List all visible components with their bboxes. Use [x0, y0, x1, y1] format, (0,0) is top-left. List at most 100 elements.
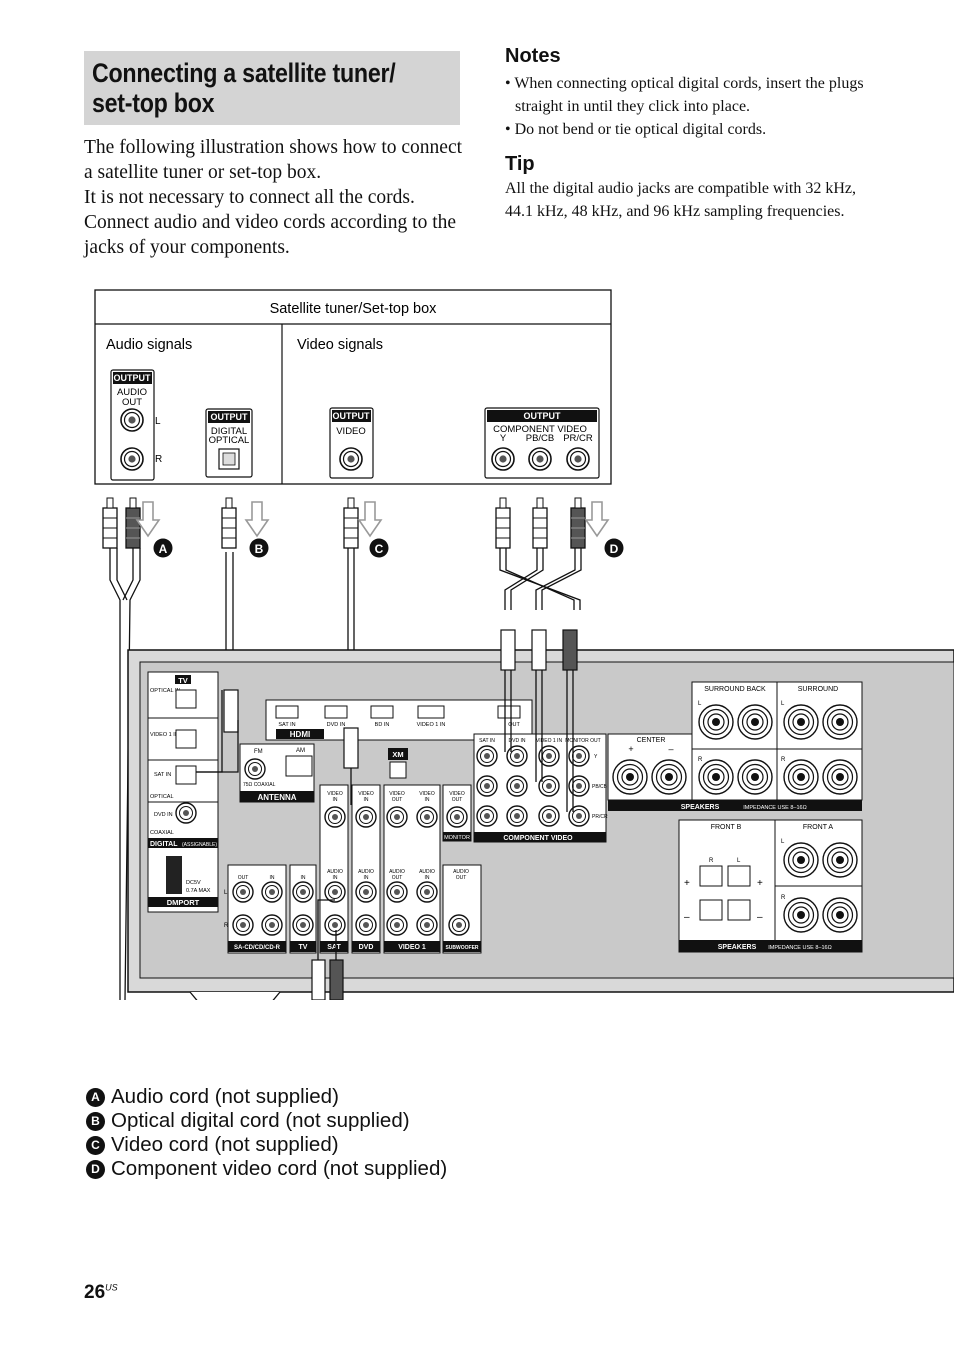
- audio-out-l-jack[interactable]: [120, 408, 144, 432]
- svg-text:VIDEO: VIDEO: [449, 791, 465, 797]
- svg-text:B: B: [255, 542, 264, 556]
- svg-text:SA-CD/CD/CD-R: SA-CD/CD/CD-R: [234, 945, 281, 951]
- component-pb-jack[interactable]: [528, 447, 552, 471]
- svg-text:0.7A MAX: 0.7A MAX: [186, 888, 211, 894]
- video1-optical-in-jack[interactable]: [175, 729, 197, 749]
- svg-text:R: R: [709, 858, 714, 864]
- svg-text:OUT: OUT: [392, 875, 403, 881]
- svg-text:ANTENNA: ANTENNA: [257, 793, 296, 802]
- svg-text:OUT: OUT: [392, 797, 403, 803]
- svg-text:75Ω COAXIAL: 75Ω COAXIAL: [243, 782, 276, 788]
- audio-out-r-jack[interactable]: [120, 447, 144, 471]
- tip-heading: Tip: [505, 153, 535, 175]
- svg-text:DC5V: DC5V: [186, 880, 201, 886]
- connection-diagram: Satellite tuner/Set-top box Audio signal…: [94, 289, 954, 1000]
- intro-text: The following illustration shows how to …: [84, 137, 463, 258]
- svg-text:Y: Y: [500, 433, 507, 444]
- svg-text:VIDEO 1: VIDEO 1: [398, 944, 426, 951]
- svg-text:VIDEO 1 IN: VIDEO 1 IN: [417, 722, 446, 728]
- svg-text:C: C: [375, 542, 384, 556]
- svg-text:OUTPUT: OUTPUT: [524, 411, 562, 421]
- svg-text:+: +: [757, 878, 763, 889]
- note-item: • Do not bend or tie optical digital cor…: [505, 121, 767, 138]
- component-pr-jack[interactable]: [566, 447, 590, 471]
- svg-text:VIDEO: VIDEO: [419, 791, 435, 797]
- svg-text:OUT: OUT: [456, 875, 467, 881]
- digital-input-section: [147, 671, 219, 913]
- svg-text:IN: IN: [364, 875, 369, 881]
- subwoofer-out-jack: [448, 914, 470, 936]
- svg-text:OUT: OUT: [238, 875, 249, 881]
- svg-text:L: L: [224, 890, 228, 896]
- cord-a-badge: [153, 538, 173, 558]
- audio-signals-label: Audio signals: [106, 337, 192, 353]
- svg-text:R: R: [155, 454, 162, 465]
- svg-text:BD IN: BD IN: [375, 722, 390, 728]
- svg-text:FRONT A: FRONT A: [803, 824, 834, 831]
- svg-text:IN: IN: [333, 875, 338, 881]
- svg-text:AM: AM: [296, 748, 305, 754]
- svg-text:AUDIO: AUDIO: [453, 869, 469, 875]
- svg-text:PR/CR: PR/CR: [563, 433, 593, 444]
- svg-text:D: D: [610, 542, 619, 556]
- svg-text:FM: FM: [254, 749, 263, 755]
- svg-text:DVD IN: DVD IN: [509, 738, 526, 744]
- svg-text:OUTPUT: OUTPUT: [211, 412, 249, 422]
- svg-text:SPEAKERS: SPEAKERS: [718, 944, 757, 951]
- svg-text:SAT IN: SAT IN: [154, 772, 171, 778]
- component-y-jack[interactable]: [491, 447, 515, 471]
- sat-audio-in-l-jack: [324, 881, 346, 903]
- cord-c-badge: C: [86, 1135, 105, 1155]
- svg-text:SURROUND BACK: SURROUND BACK: [704, 686, 766, 693]
- tv-optical-in-jack[interactable]: [175, 689, 197, 709]
- svg-text:IMPEDANCE USE 8–16Ω: IMPEDANCE USE 8–16Ω: [768, 945, 831, 951]
- svg-text:TV: TV: [299, 944, 308, 951]
- video-signals-label: Video signals: [297, 337, 383, 353]
- svg-text:OPTICAL IN: OPTICAL IN: [150, 688, 180, 694]
- svg-text:L: L: [737, 858, 741, 864]
- svg-text:DIGITAL: DIGITAL: [211, 426, 247, 437]
- svg-text:AUDIO: AUDIO: [327, 869, 343, 875]
- svg-text:(ASSIGNABLE): (ASSIGNABLE): [182, 842, 217, 848]
- dvd-coaxial-in-jack[interactable]: [175, 802, 197, 824]
- svg-text:OUTPUT: OUTPUT: [114, 373, 152, 383]
- page-number: 26US: [84, 1282, 118, 1303]
- svg-text:PR/CR: PR/CR: [592, 814, 608, 820]
- sat-optical-in-jack[interactable]: [175, 765, 197, 785]
- sat-audio-in-r-jack: [324, 914, 346, 936]
- svg-text:FRONT B: FRONT B: [711, 824, 742, 831]
- xm-jack[interactable]: [389, 761, 407, 779]
- xm-badge: [388, 748, 408, 760]
- svg-text:DVD: DVD: [359, 944, 374, 951]
- svg-text:SURROUND: SURROUND: [798, 686, 838, 693]
- svg-text:IN: IN: [425, 875, 430, 881]
- cord-a-badge: A: [86, 1087, 105, 1107]
- svg-text:SUBWOOFER: SUBWOOFER: [445, 945, 478, 951]
- video-out-jack[interactable]: [339, 447, 363, 471]
- source-title: Satellite tuner/Set-top box: [270, 301, 438, 317]
- svg-text:R: R: [224, 923, 229, 929]
- note-item: • When connecting optical digital cords,…: [505, 75, 864, 115]
- svg-text:A: A: [159, 542, 168, 556]
- svg-text:CENTER: CENTER: [637, 737, 666, 744]
- page-title: Connecting a satellite tuner/ set-top bo…: [92, 58, 396, 118]
- cord-c-badge: [369, 538, 389, 558]
- svg-text:DVD IN: DVD IN: [154, 812, 173, 818]
- sat-video-in-jack[interactable]: [324, 806, 346, 828]
- svg-text:IN: IN: [364, 797, 369, 803]
- svg-text:VIDEO: VIDEO: [389, 791, 405, 797]
- cord-b-badge: [249, 538, 269, 558]
- svg-text:OPTICAL: OPTICAL: [150, 794, 174, 800]
- svg-text:L: L: [781, 701, 785, 707]
- svg-text:OUT: OUT: [452, 797, 463, 803]
- svg-text:VIDEO: VIDEO: [336, 426, 366, 437]
- svg-text:R: R: [698, 757, 703, 763]
- svg-text:MONITOR OUT: MONITOR OUT: [565, 738, 600, 744]
- svg-text:VIDEO: VIDEO: [358, 791, 374, 797]
- svg-text:IMPEDANCE USE 8–16Ω: IMPEDANCE USE 8–16Ω: [743, 805, 806, 811]
- svg-text:AUDIO: AUDIO: [419, 869, 435, 875]
